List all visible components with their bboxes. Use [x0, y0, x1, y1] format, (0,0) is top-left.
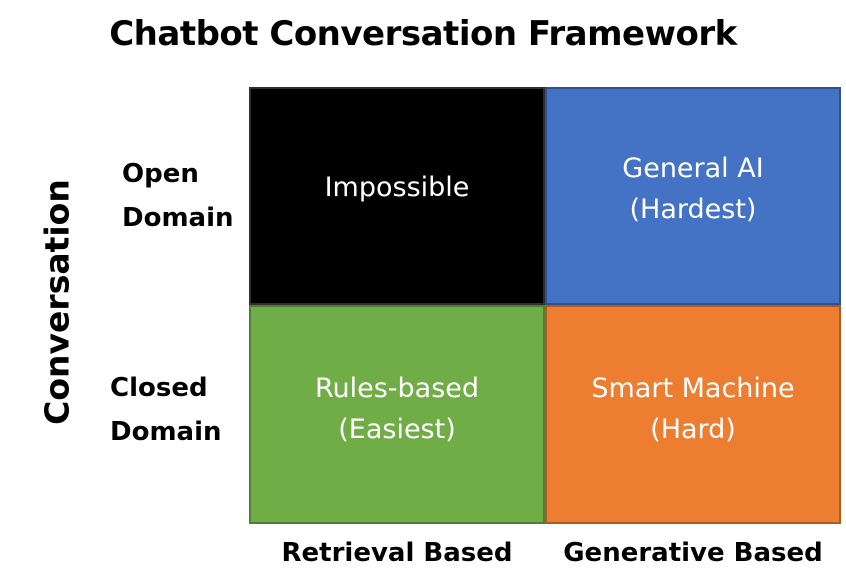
cell-open-retrieval: Impossible	[249, 87, 545, 305]
cell-closed-retrieval-line1: Rules-based	[314, 372, 480, 404]
row-label-closed-domain: Closed Domain	[110, 366, 222, 454]
row-label-open-domain: Open Domain	[122, 152, 234, 240]
row-label-closed-line1: Closed	[110, 373, 208, 403]
cell-closed-retrieval: Rules-based (Easiest)	[249, 305, 545, 524]
cell-open-generative: General AI (Hardest)	[545, 87, 841, 305]
cell-closed-generative-line2: (Hard)	[650, 413, 736, 445]
column-label-generative: Generative Based	[563, 538, 823, 568]
row-label-open-line2: Domain	[122, 203, 234, 233]
cell-closed-generative-line1: Smart Machine	[591, 372, 795, 404]
cell-open-generative-line1: General AI	[622, 153, 764, 184]
row-label-open-line1: Open	[122, 159, 199, 189]
framework-grid: Impossible General AI (Hardest) Rules-ba…	[249, 87, 841, 524]
diagram-title: Chatbot Conversation Framework	[109, 14, 737, 54]
column-label-retrieval: Retrieval Based	[281, 538, 513, 568]
cell-closed-generative: Smart Machine (Hard)	[545, 305, 841, 524]
cell-open-generative-line2: (Hardest)	[629, 194, 757, 225]
cell-closed-retrieval-line2: (Easiest)	[338, 413, 456, 445]
cell-open-retrieval-line1: Impossible	[324, 171, 470, 203]
y-axis-label: Conversation	[37, 179, 77, 425]
row-label-closed-line2: Domain	[110, 417, 222, 447]
